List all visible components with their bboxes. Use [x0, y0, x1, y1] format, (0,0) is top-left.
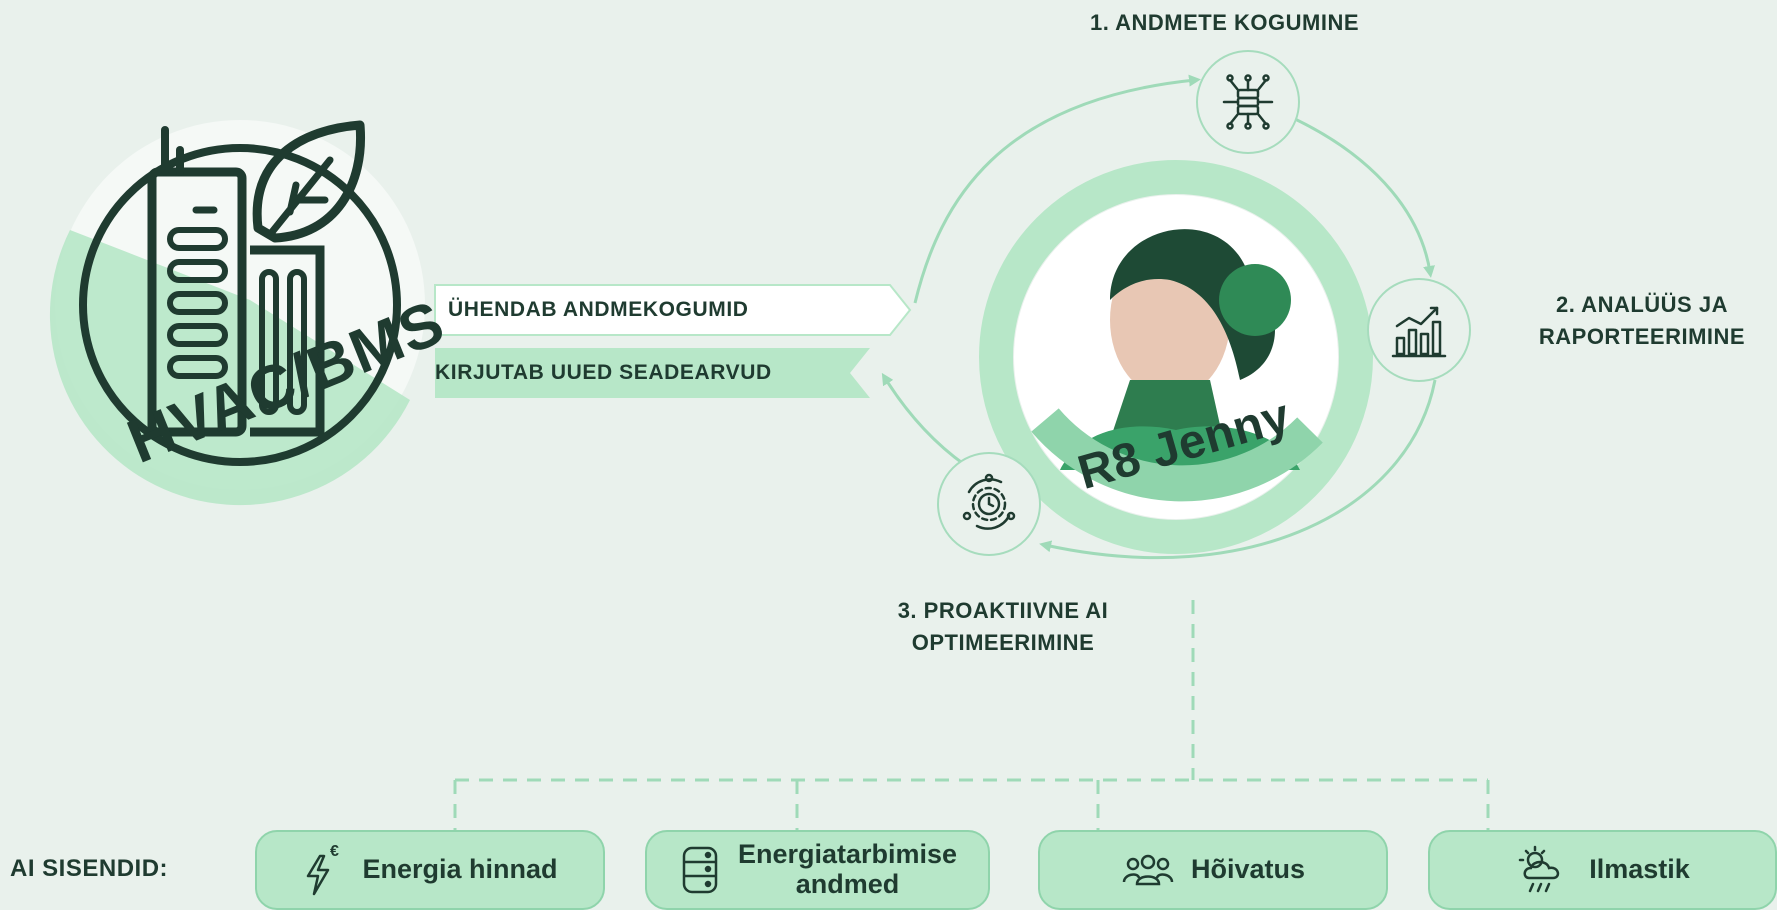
- input-consumption-label-line2: andmed: [795, 869, 900, 899]
- hvac-bms-logo: [49, 120, 425, 506]
- input-consumption-label-line1: Energiatarbimise: [737, 839, 958, 870]
- inbound-flow-label: KIRJUTAB UUED SEADEARVUD: [435, 361, 772, 384]
- step1-label: 1. ANDMETE KOGUMINE: [1090, 10, 1360, 35]
- input-occupancy-label: Hõivatus: [1190, 854, 1306, 885]
- inputs-title: AI SISENDID:: [10, 855, 169, 882]
- input-consumption-data: Energiatarbimise andmed: [645, 830, 990, 910]
- gear-cycle-icon: [962, 473, 1016, 530]
- step3-label-line1: 3. PROAKTIIVNE AI: [897, 598, 1109, 623]
- lightning-euro-icon: €: [307, 843, 339, 896]
- step2-label-line2: RAPORTEERIMINE: [1538, 324, 1746, 349]
- analysis-node: [1367, 278, 1471, 382]
- inbound-flow-band: [435, 348, 870, 398]
- optimization-node: [937, 452, 1041, 556]
- cycle-arrow-to-step3: [1039, 379, 1437, 560]
- database-icon: [682, 846, 718, 894]
- step2-label-line1: 2. ANALÜÜS JA: [1556, 292, 1728, 317]
- data-collection-node: [1196, 50, 1300, 154]
- input-weather-label: Ilmastik: [1589, 854, 1690, 885]
- bar-chart-growth-icon: [1391, 306, 1447, 358]
- cycle-arrow-to-step1: [913, 74, 1201, 304]
- input-weather: Ilmastik: [1428, 830, 1777, 910]
- svg-text:€: €: [330, 843, 339, 860]
- input-occupancy: Hõivatus: [1038, 830, 1388, 910]
- cycle-arrow-to-hvac: [881, 372, 966, 467]
- cycle-arrow-to-step2: [1274, 108, 1435, 278]
- server-network-icon: [1222, 74, 1274, 130]
- r8-jenny-portrait: [979, 160, 1373, 554]
- outbound-flow-label: ÜHENDAB ANDMEKOGUMID: [448, 298, 749, 321]
- step3-label-line2: OPTIMEERIMINE: [911, 630, 1095, 655]
- input-energy-prices: € Energia hinnad: [255, 830, 605, 910]
- input-energy-prices-label: Energia hinnad: [362, 854, 558, 885]
- inputs-connector: [453, 600, 1490, 830]
- outbound-flow-band: [434, 284, 912, 336]
- people-icon: [1122, 854, 1174, 886]
- weather-icon: [1518, 845, 1560, 893]
